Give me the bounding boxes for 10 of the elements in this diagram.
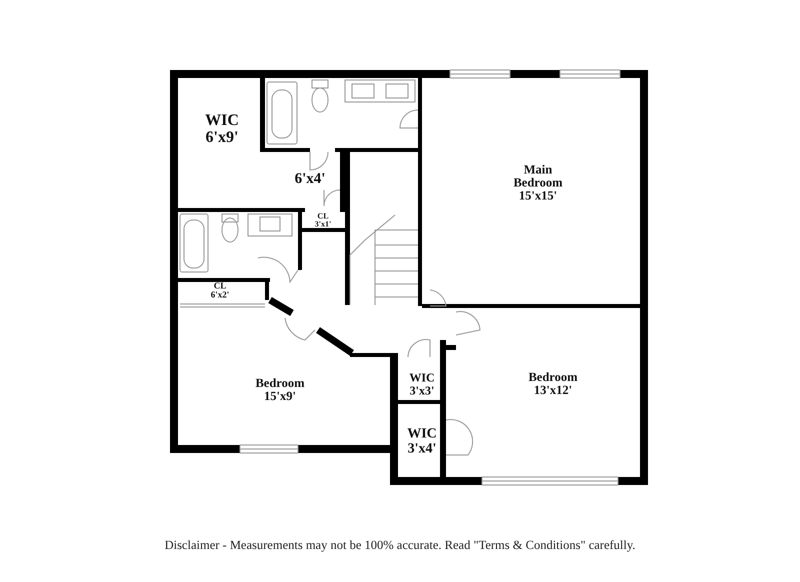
room-label: Bedroom 13'x12' <box>528 370 578 398</box>
room-label: 6'x4' <box>294 172 326 188</box>
room-label: Main Bedroom 15'x15' <box>513 163 563 203</box>
room-label: WIC 6'x9' <box>205 113 239 147</box>
room-label: CL 6'x2' <box>210 282 230 300</box>
disclaimer-caption: Disclaimer - Measurements may not be 100% accurate. Read "Terms & Conditions" carefully. <box>164 538 636 553</box>
room-label: WIC 3'x3' <box>409 371 435 397</box>
room-label: WIC 3'x4' <box>407 427 437 457</box>
room-label: CL 3'x1' <box>314 212 332 230</box>
room-label: Bedroom 15'x9' <box>255 376 305 404</box>
